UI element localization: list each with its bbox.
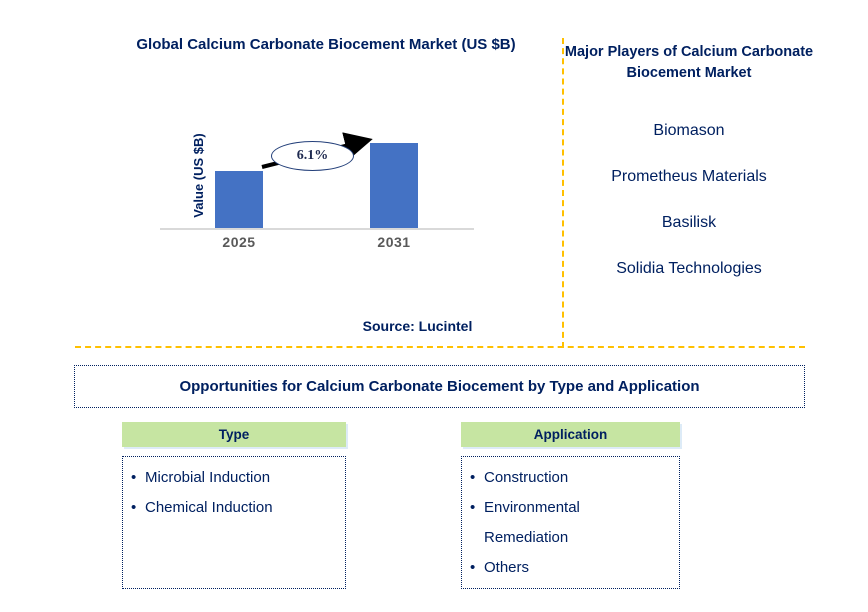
vertical-divider: [562, 38, 564, 348]
players-heading: Major Players of Calcium Carbonate Bioce…: [564, 44, 814, 81]
player-item: Solidia Technologies: [616, 260, 762, 277]
growth-rate-label: 6.1%: [296, 148, 329, 163]
list-item: • Others: [470, 553, 673, 583]
type-column-header: Type: [122, 422, 346, 447]
bar-chart-plot-area: [160, 128, 474, 230]
list-item-label: Chemical Induction: [145, 499, 273, 516]
list-item: • Microbial Induction: [131, 463, 339, 493]
x-tick-2025: 2025: [222, 234, 256, 250]
players-list: Biomason Prometheus Materials Basilisk S…: [556, 108, 822, 292]
x-tick-2031: 2031: [377, 234, 411, 250]
type-header-label: Type: [218, 427, 250, 442]
bullet-icon: •: [470, 499, 476, 516]
chart-title: Global Calcium Carbonate Biocement Marke…: [136, 36, 516, 53]
list-item-label: Construction: [484, 469, 569, 486]
bullet-icon: •: [470, 469, 476, 486]
player-item: Biomason: [653, 122, 725, 139]
player-item: Prometheus Materials: [611, 168, 767, 185]
bullet-icon: •: [131, 499, 137, 516]
list-item-label: Others: [484, 559, 530, 576]
list-item: • Construction: [470, 463, 673, 493]
bullet-icon: •: [131, 469, 137, 486]
horizontal-divider: [75, 346, 805, 348]
application-list-box: • Construction • Environmental Remediati…: [461, 456, 680, 589]
growth-arrow: [261, 132, 373, 169]
growth-rate-ellipse: 6.1%: [271, 141, 354, 171]
source-note: Source: Lucintel: [362, 318, 473, 334]
list-item: • Chemical Induction: [131, 493, 339, 523]
opportunities-banner: Opportunities for Calcium Carbonate Bioc…: [74, 365, 805, 408]
list-item-label: Environmental Remediation: [484, 499, 580, 546]
list-item: • Environmental Remediation: [470, 493, 673, 553]
player-item: Basilisk: [661, 214, 717, 231]
bar-2031: [370, 143, 418, 228]
type-list-box: • Microbial Induction • Chemical Inducti…: [122, 456, 346, 589]
bar-2025: [215, 171, 263, 228]
bullet-icon: •: [470, 559, 476, 576]
application-header-label: Application: [533, 427, 608, 442]
application-column-header: Application: [461, 422, 680, 447]
list-item-label: Microbial Induction: [145, 469, 271, 486]
opportunities-title: Opportunities for Calcium Carbonate Bioc…: [179, 378, 700, 395]
